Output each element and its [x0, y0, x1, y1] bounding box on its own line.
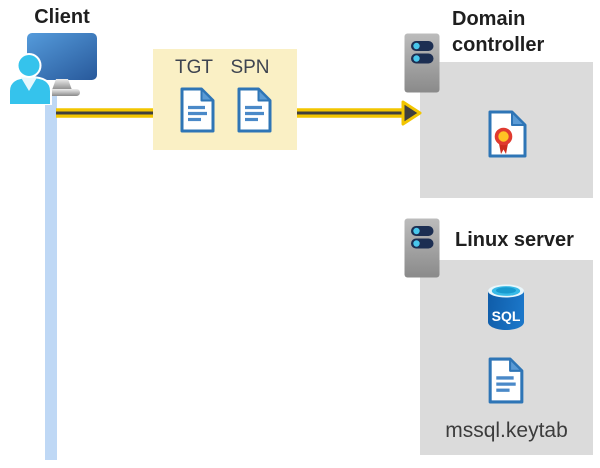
tgt-label: TGT — [175, 57, 213, 78]
monitor-icon — [27, 33, 97, 96]
linux-server-label: Linux server — [455, 229, 574, 251]
person-icon — [8, 53, 52, 105]
domain-controller-label: Domain controller — [452, 8, 545, 56]
client-timeline-bar — [45, 92, 57, 460]
certificate-icon — [488, 110, 527, 158]
keytab-document-icon — [488, 357, 524, 404]
spn-document-icon — [237, 87, 272, 133]
keytab-filename-label: mssql.keytab — [445, 419, 568, 442]
spn-label: SPN — [230, 57, 270, 78]
sql-icon-label: SQL — [492, 308, 521, 324]
client-label: Client — [34, 6, 90, 28]
sql-database-icon: SQL — [488, 284, 524, 330]
linux-server-panel: SQL mssql.keytab — [420, 260, 593, 455]
tgt-document-icon — [180, 87, 215, 133]
ticket-highlight-box: TGT SPN — [153, 49, 297, 150]
domain-controller-panel — [420, 62, 593, 198]
linux-server-icon — [404, 218, 440, 278]
domain-controller-server-icon — [404, 33, 440, 93]
